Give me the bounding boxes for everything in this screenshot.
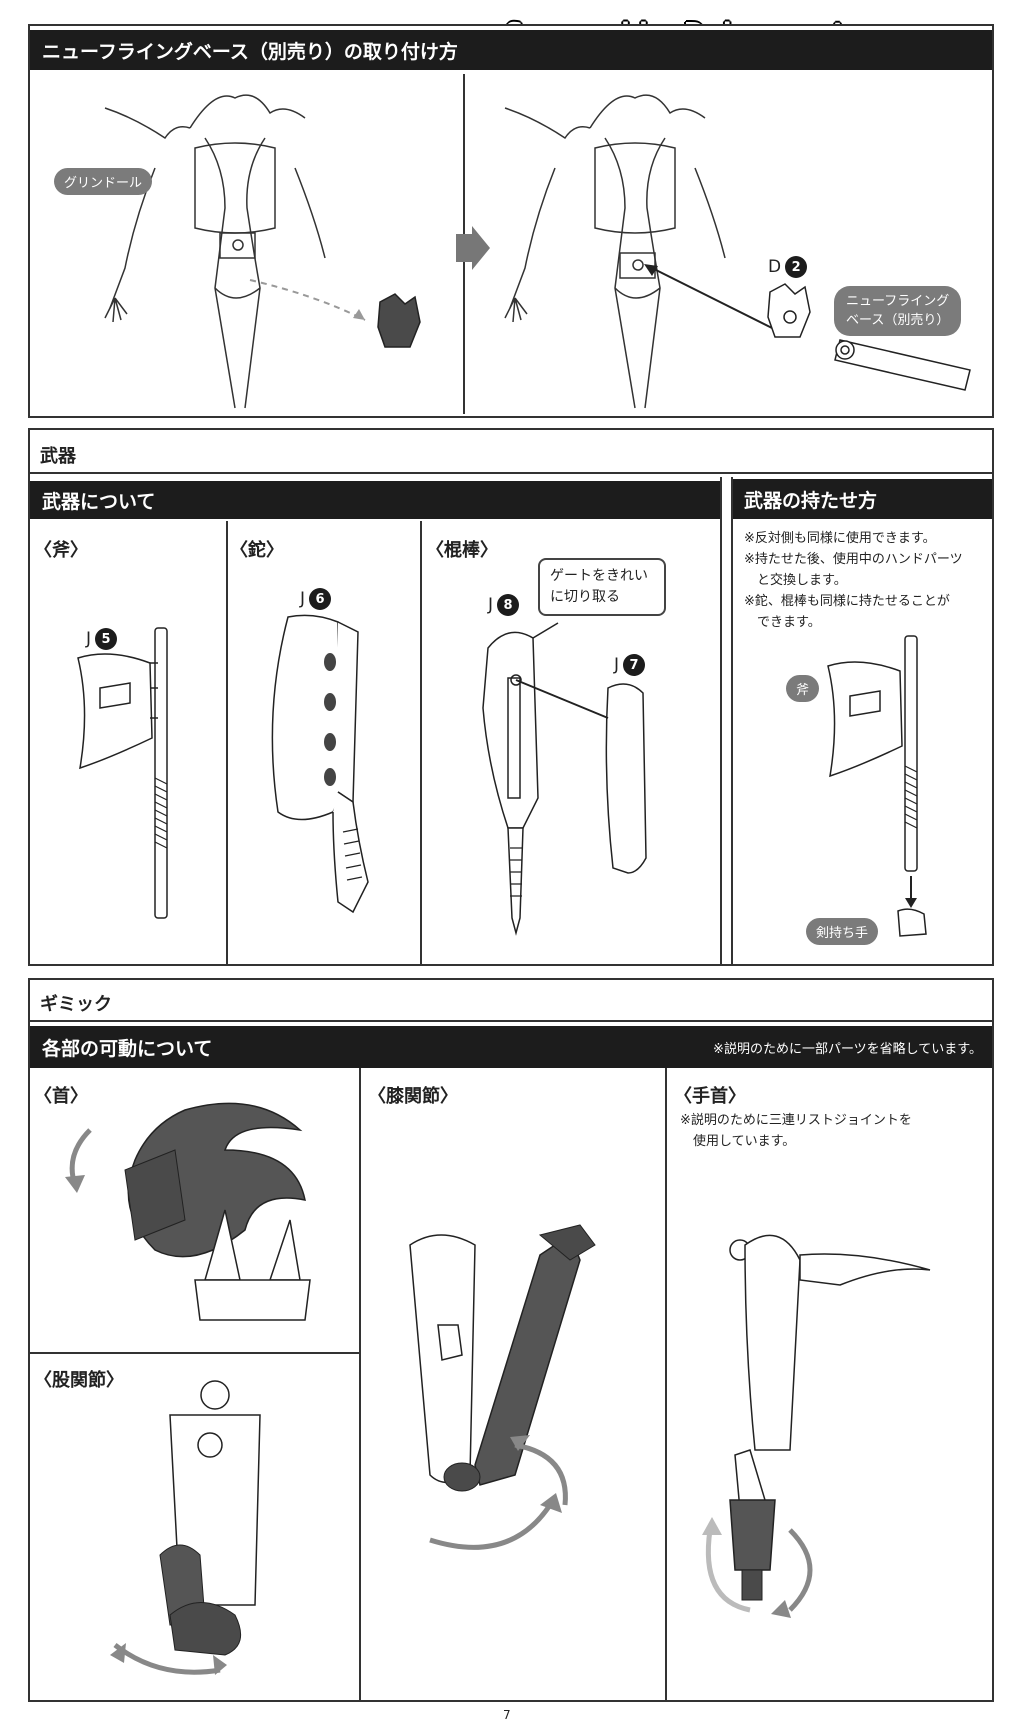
cleaver-divider (420, 521, 422, 964)
knee-title: 〈膝関節〉 (368, 1086, 458, 1107)
weapons-hold-title: 武器の持たせ方 (744, 489, 878, 512)
hold-notes: ※反対側も同様に使用できます。 ※持たせた後、使用中のハンドパーツ と交換します… (744, 528, 989, 633)
part-d2-label: D 2 (768, 256, 808, 278)
hold-note-4: ※鉈、棍棒も同様に持たせることが (744, 594, 950, 609)
club-part-j8-letter: J (488, 595, 494, 615)
knee-joint-illustration (409, 1224, 596, 1550)
wrist-note-line1: ※説明のために三連リストジョイントを (680, 1113, 912, 1128)
axe-part-label: J 5 (86, 628, 118, 650)
axe-illustration (77, 627, 168, 919)
axe-divider (226, 521, 228, 964)
flying-base-arm (834, 339, 971, 391)
club-part-j8-label: J 8 (488, 594, 520, 616)
part-d2-number: 2 (785, 256, 808, 278)
hold-axe-label: 斧 (786, 675, 820, 702)
step-arrow-icon (456, 226, 490, 270)
about-hold-divider-right (731, 477, 733, 964)
weapons-about-header: 武器について (30, 481, 720, 519)
neck-head-illustration (124, 1102, 311, 1321)
club-title: 〈棍棒〉 (426, 540, 498, 561)
section-flying-base-title: ニューフライングベース（別売り）の取り付け方 (42, 40, 458, 63)
joint-part-d2 (767, 283, 811, 338)
page-number: 7 (503, 1708, 511, 1722)
wrist-title: 〈手首〉 (674, 1086, 746, 1107)
gimmick-title-rule (30, 1020, 992, 1022)
weapons-hold-header: 武器の持たせ方 (732, 479, 992, 519)
club-part-j8-number: 8 (497, 594, 520, 616)
about-hold-divider-left (720, 477, 722, 964)
hold-note-2: ※持たせた後、使用中のハンドパーツ (744, 552, 963, 567)
grindoll-figure-left (104, 94, 326, 409)
cleaver-part-label: J 6 (300, 588, 332, 610)
cleaver-title: 〈鉈〉 (230, 540, 284, 561)
club-illustration (482, 622, 647, 936)
gate-cut-callout-line1: ゲートをきれい (550, 568, 648, 584)
knee-wrist-divider (665, 1068, 667, 1700)
sword-hand-label: 剣持ち手 (806, 918, 879, 945)
flying-base-label: ニューフライング ベース（別売り） (834, 286, 962, 336)
movable-header: 各部の可動について ※説明のために一部パーツを省略しています。 (30, 1026, 992, 1068)
neck-hip-divider (30, 1352, 360, 1354)
gate-cut-callout: ゲートをきれい に切り取る (538, 558, 666, 616)
hold-axe-illustration (827, 635, 927, 937)
axe-part-number: 5 (95, 628, 118, 650)
section-weapons-title: 武器 (40, 446, 76, 467)
weapons-title-rule (30, 472, 992, 474)
axe-title: 〈斧〉 (34, 540, 88, 561)
hip-title: 〈股関節〉 (34, 1370, 124, 1391)
club-part-j7-letter: J (614, 655, 620, 675)
axe-part-letter: J (86, 629, 92, 649)
flying-base-label-line1: ニューフライング (846, 294, 950, 309)
weapons-about-title: 武器について (42, 490, 156, 513)
gate-cut-callout-line2: に切り取る (550, 589, 620, 605)
attach-dashed-arrow (249, 279, 366, 321)
neck-rotate-arrow (65, 1128, 92, 1193)
hold-note-1: ※反対側も同様に使用できます。 (744, 531, 936, 546)
wrist-note: ※説明のために三連リストジョイントを 使用しています。 (680, 1110, 980, 1152)
section-gimmick-title: ギミック (40, 994, 112, 1015)
part-d2-letter: D (768, 257, 782, 277)
hold-note-3: と交換します。 (744, 573, 847, 588)
neck-title: 〈首〉 (34, 1086, 88, 1107)
wrist-joint-illustration (702, 1234, 931, 1618)
section-flying-base (28, 24, 994, 418)
hip-joint-illustration (110, 1380, 261, 1675)
club-part-j7-label: J 7 (614, 654, 646, 676)
neck-knee-divider (359, 1068, 361, 1700)
movable-title: 各部の可動について (42, 1037, 213, 1060)
hold-note-5: できます。 (744, 615, 821, 630)
wrist-note-line2: 使用しています。 (680, 1134, 796, 1149)
flying-base-label-line2: ベース（別売り） (846, 313, 950, 328)
cleaver-part-letter: J (300, 589, 306, 609)
cleaver-part-number: 6 (309, 588, 332, 610)
cleaver-illustration (271, 614, 369, 914)
movable-note: ※説明のために一部パーツを省略しています。 (713, 1041, 982, 1057)
section-flying-base-header: ニューフライングベース（別売り）の取り付け方 (30, 30, 992, 70)
club-part-j7-number: 7 (623, 654, 646, 676)
attach-arrow-line (644, 264, 781, 333)
grindoll-figure-right (504, 94, 726, 409)
grindoll-label: グリンドール (54, 168, 153, 195)
joint-part-dark (377, 293, 421, 348)
